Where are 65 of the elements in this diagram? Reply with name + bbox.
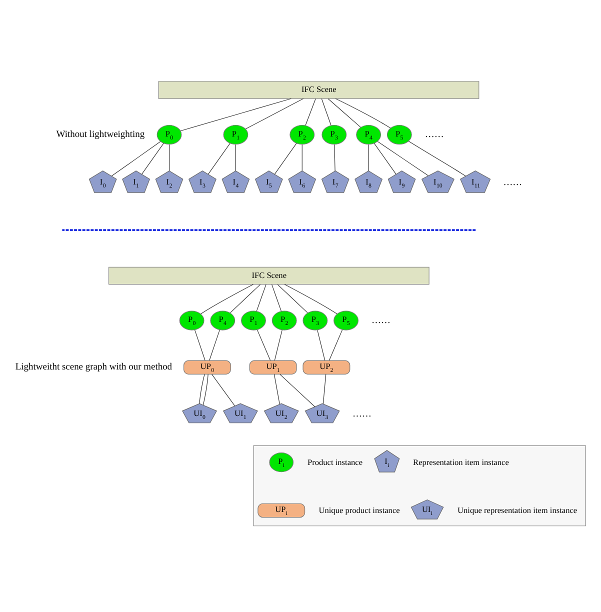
node-ellipse: P$_{5}$ (334, 310, 358, 330)
connector (374, 143, 396, 175)
node-ellipse: P$_{4}$ (356, 124, 382, 145)
connector (274, 143, 297, 175)
node-box: UP$_{2}$ (302, 360, 350, 374)
connector (328, 330, 343, 361)
connector (277, 284, 308, 314)
node-ellipse: P$_{i}$ (269, 452, 294, 472)
connector (180, 98, 292, 132)
connector (141, 143, 164, 175)
label: …… (372, 316, 390, 326)
connector (208, 143, 230, 175)
connector (274, 330, 282, 361)
node-ellipse: P$_{2}$ (290, 124, 315, 145)
label: …… (503, 178, 522, 188)
label: Without lightweighting (56, 130, 145, 140)
node-box: UP$_{0}$ (184, 360, 231, 374)
label: Lightweitht scene graph with our method (15, 362, 172, 373)
connector (408, 140, 466, 176)
legend-label: Unique product instance (318, 506, 400, 515)
connector (256, 284, 266, 312)
node-box: UP$_{i}$ (258, 503, 306, 518)
connector (377, 141, 429, 176)
label: …… (424, 130, 444, 140)
connector (305, 98, 316, 126)
cluster (253, 445, 586, 526)
node-ellipse: P$_{5}$ (386, 124, 412, 145)
connector (284, 284, 338, 314)
connector (212, 374, 236, 406)
node-box: UP$_{1}$ (249, 360, 297, 374)
connector (321, 98, 332, 126)
connector (317, 330, 326, 361)
connector (334, 144, 336, 172)
node-ellipse: P$_{0}$ (179, 310, 204, 330)
label: …… (352, 410, 372, 420)
node-ellipse: P$_{1}$ (223, 124, 248, 145)
connector (209, 330, 220, 361)
connector (168, 144, 170, 172)
legend-label: Product instance (307, 458, 363, 467)
connector (111, 141, 161, 176)
node-ellipse: P$_{0}$ (156, 124, 182, 145)
connector (272, 284, 282, 312)
connector (280, 374, 316, 408)
connector (335, 98, 391, 128)
connector (274, 374, 280, 404)
connector (245, 98, 304, 130)
connector (235, 144, 236, 172)
connector (200, 284, 254, 314)
connector (199, 374, 205, 404)
connector (202, 374, 208, 406)
connector (194, 330, 206, 361)
node-ellipse: P$_{4}$ (210, 310, 236, 330)
node-box: IFC Scene (158, 81, 480, 99)
connector (328, 98, 361, 128)
legend-label: Representation item instance (413, 458, 509, 467)
connector (230, 284, 261, 314)
node-ellipse: P$_{2}$ (272, 310, 297, 330)
node-box: IFC Scene (108, 266, 430, 285)
node-ellipse: P$_{1}$ (241, 310, 266, 330)
connector (256, 330, 271, 361)
connector (322, 374, 326, 404)
legend-label: Unique representation item instance (458, 506, 578, 515)
node-ellipse: P$_{3}$ (302, 310, 328, 330)
connector (368, 144, 369, 172)
node-ellipse: P$_{3}$ (322, 124, 347, 145)
